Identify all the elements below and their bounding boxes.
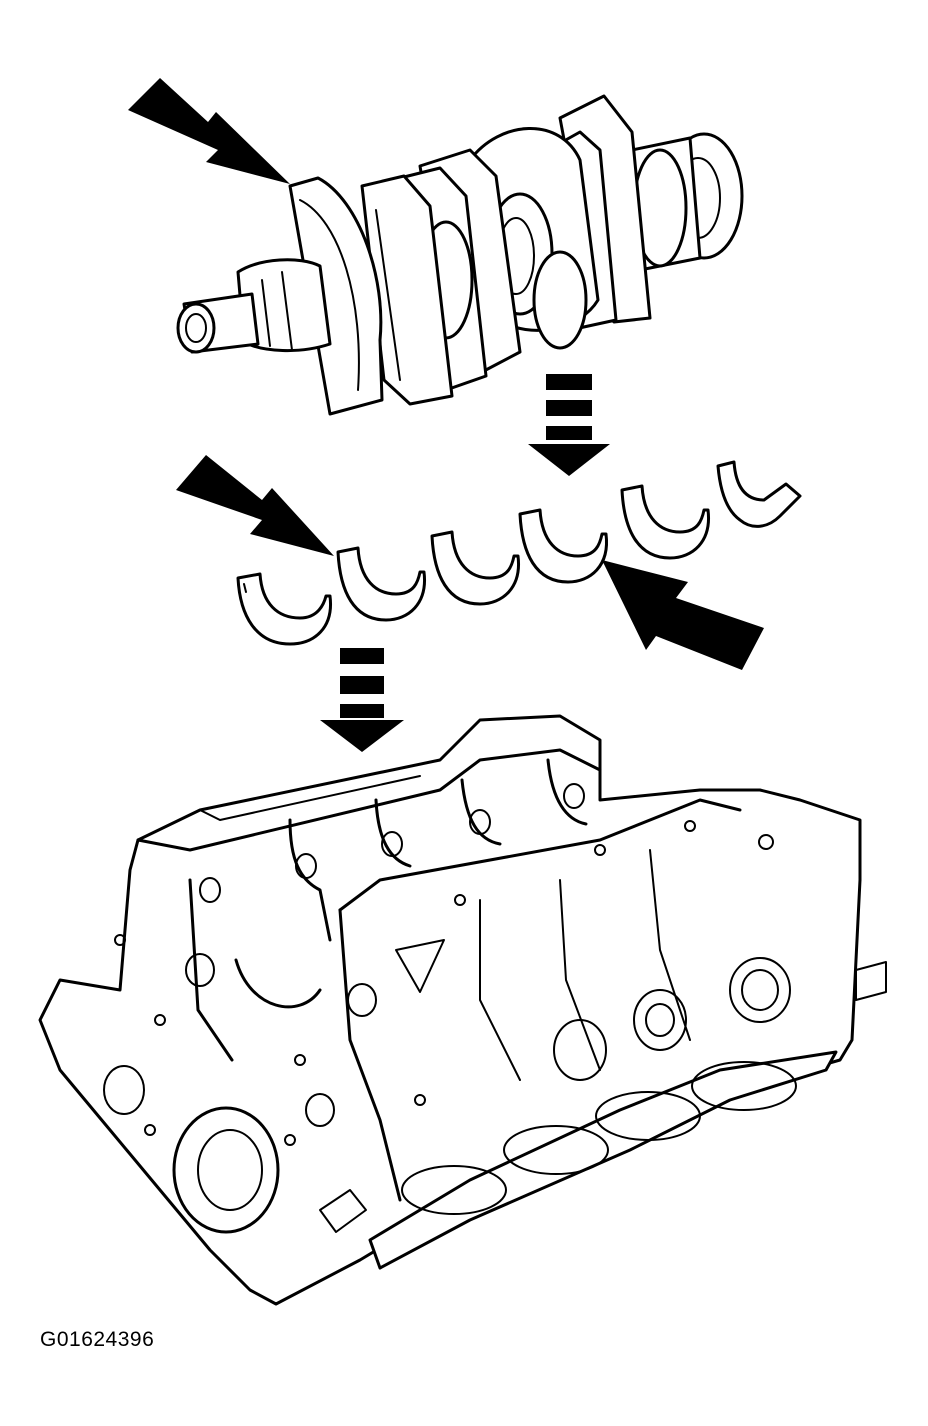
pointer-arrow-bearing-left	[176, 455, 334, 556]
pointer-arrow-crankshaft	[128, 78, 290, 184]
engine-block-icon	[38, 714, 887, 1306]
bearing-shell-icon	[236, 572, 332, 646]
bearing-shell-icon	[518, 508, 608, 584]
pointer-arrow-bearing-right	[602, 560, 764, 670]
bearing-shell-icon	[716, 460, 802, 528]
bearing-shell-icon	[430, 530, 520, 606]
figure-id-label: G01624396	[40, 1328, 155, 1351]
direction-arrow-to-block	[320, 648, 404, 752]
direction-arrow-to-bearings	[528, 374, 610, 476]
bearing-shell-icon	[620, 484, 710, 560]
bearing-shell-icon	[336, 546, 426, 622]
crankshaft-icon	[176, 94, 744, 416]
